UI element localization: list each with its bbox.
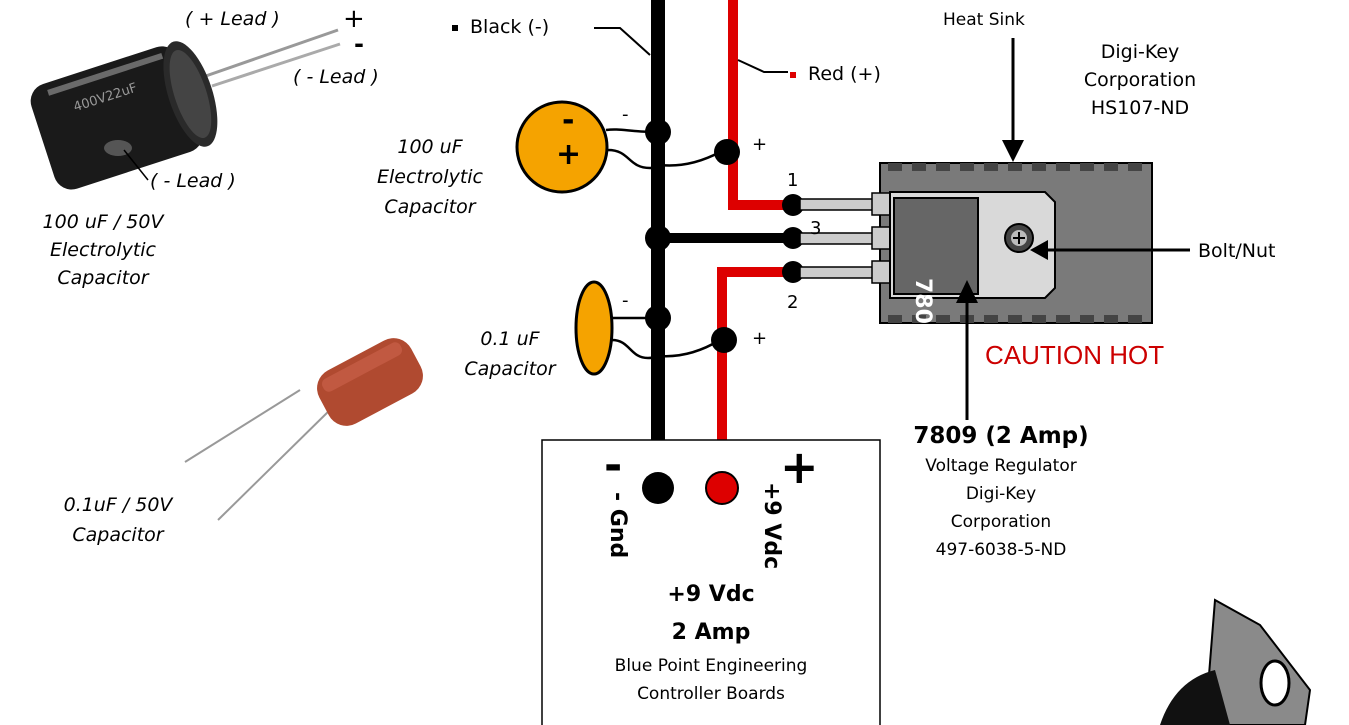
black-wire-text: Black (-): [470, 16, 550, 38]
red-square-icon: [790, 71, 796, 78]
caption-line: Electrolytic: [49, 239, 156, 261]
film-photo-caption: 0.1uF / 50V Capacitor: [18, 490, 218, 550]
pin3-dot: [782, 227, 804, 249]
board-product: Controller Boards: [637, 684, 785, 704]
vendor-line: Corporation: [1083, 69, 1197, 91]
label-line: Capacitor: [384, 196, 476, 218]
board-plus-sign: +: [780, 440, 819, 494]
electrolytic-label: 100 uF Electrolytic Capacitor: [340, 132, 520, 222]
red-wire: [717, 0, 793, 488]
regulator-description: 7809 (2 Amp) Voltage Regulator Digi-Key …: [895, 420, 1107, 564]
regulator-photo: [1160, 598, 1312, 725]
ceramic-label: 0.1 uF Capacitor: [440, 324, 580, 384]
regulator-title: 7809 (2 Amp): [913, 423, 1089, 449]
pin-3-label: 3: [810, 218, 822, 239]
regulator-line: Corporation: [950, 512, 1052, 532]
cap1-minus-mark: -: [622, 104, 629, 125]
plus-lead-label: ( + Lead ): [185, 8, 280, 30]
regulator-part: 497-6038-5-ND: [935, 540, 1067, 560]
electrolytic-plus: +: [556, 137, 582, 172]
heatsink-arrow: [1002, 38, 1024, 162]
black-wire-label: Black (-): [452, 16, 549, 38]
label-line: Electrolytic: [376, 166, 483, 188]
red-wire-label: Red (+): [790, 63, 881, 85]
label-line: 0.1 uF: [480, 328, 540, 350]
vendor-line: HS107-ND: [1090, 97, 1190, 119]
minus-lead-label-top: ( - Lead ): [293, 66, 379, 88]
board-text: +9 Vdc 2 Amp Blue Point Engineering Cont…: [542, 576, 880, 708]
minus-lead-label-body: ( - Lead ): [150, 170, 236, 192]
board-voltage: +9 Vdc: [667, 582, 755, 607]
bolt-arrow: [1030, 240, 1190, 260]
regulator-arrow: [956, 280, 978, 420]
caption-line: Capacitor: [57, 267, 149, 289]
vendor-line: Digi-Key: [1100, 41, 1180, 63]
caption-line: Capacitor: [72, 524, 164, 546]
regulator-body: [889, 191, 1056, 299]
board-current: 2 Amp: [671, 620, 751, 645]
label-line: 100 uF: [397, 136, 463, 158]
label-line: Capacitor: [464, 358, 556, 380]
regulator-leads: [799, 192, 891, 284]
regulator-line: Digi-Key: [965, 484, 1037, 504]
ground-junction-dot: [645, 225, 671, 251]
vdc-rotated-label: +9 Vdc: [759, 482, 784, 570]
pin-2-label: 2: [787, 292, 799, 313]
black-square-icon: [452, 24, 458, 31]
cap1-plus-mark: +: [752, 134, 768, 155]
electrolytic-minus: -: [562, 103, 575, 138]
gnd-label: - Gnd: [605, 492, 630, 559]
board-maker: Blue Point Engineering: [614, 656, 808, 676]
electrolytic-capacitor-symbol: [515, 100, 740, 194]
plus-sign: +: [343, 4, 365, 34]
ground-terminal: [642, 472, 674, 504]
chip-marking: 7809: [910, 278, 935, 340]
heatsink-vendor: Digi-Key Corporation HS107-ND: [1040, 38, 1240, 122]
minus-sign: -: [354, 30, 364, 58]
caption-line: 100 uF / 50V: [42, 211, 164, 233]
film-capacitor-photo: [184, 338, 423, 521]
cap2-plus-mark: +: [752, 328, 768, 349]
pin2-dot: [782, 261, 804, 283]
red-wire-text: Red (+): [808, 63, 881, 85]
board-minus-sign: -: [604, 440, 623, 491]
ceramic-capacitor-symbol: [574, 280, 737, 376]
electrolytic-photo-caption: 100 uF / 50V Electrolytic Capacitor: [8, 208, 198, 292]
caption-line: 0.1uF / 50V: [63, 494, 173, 516]
pin-1-label: 1: [787, 170, 799, 191]
bolt-icon: [1004, 223, 1034, 253]
cap2-minus-mark: -: [622, 290, 629, 311]
bolt-label: Bolt/Nut: [1198, 240, 1276, 262]
regulator-line: Voltage Regulator: [925, 456, 1077, 476]
pin1-dot: [782, 194, 804, 216]
heatsink-label: Heat Sink: [943, 10, 1025, 30]
positive-terminal: [705, 471, 739, 505]
caution-label: CAUTION HOT: [985, 340, 1165, 370]
